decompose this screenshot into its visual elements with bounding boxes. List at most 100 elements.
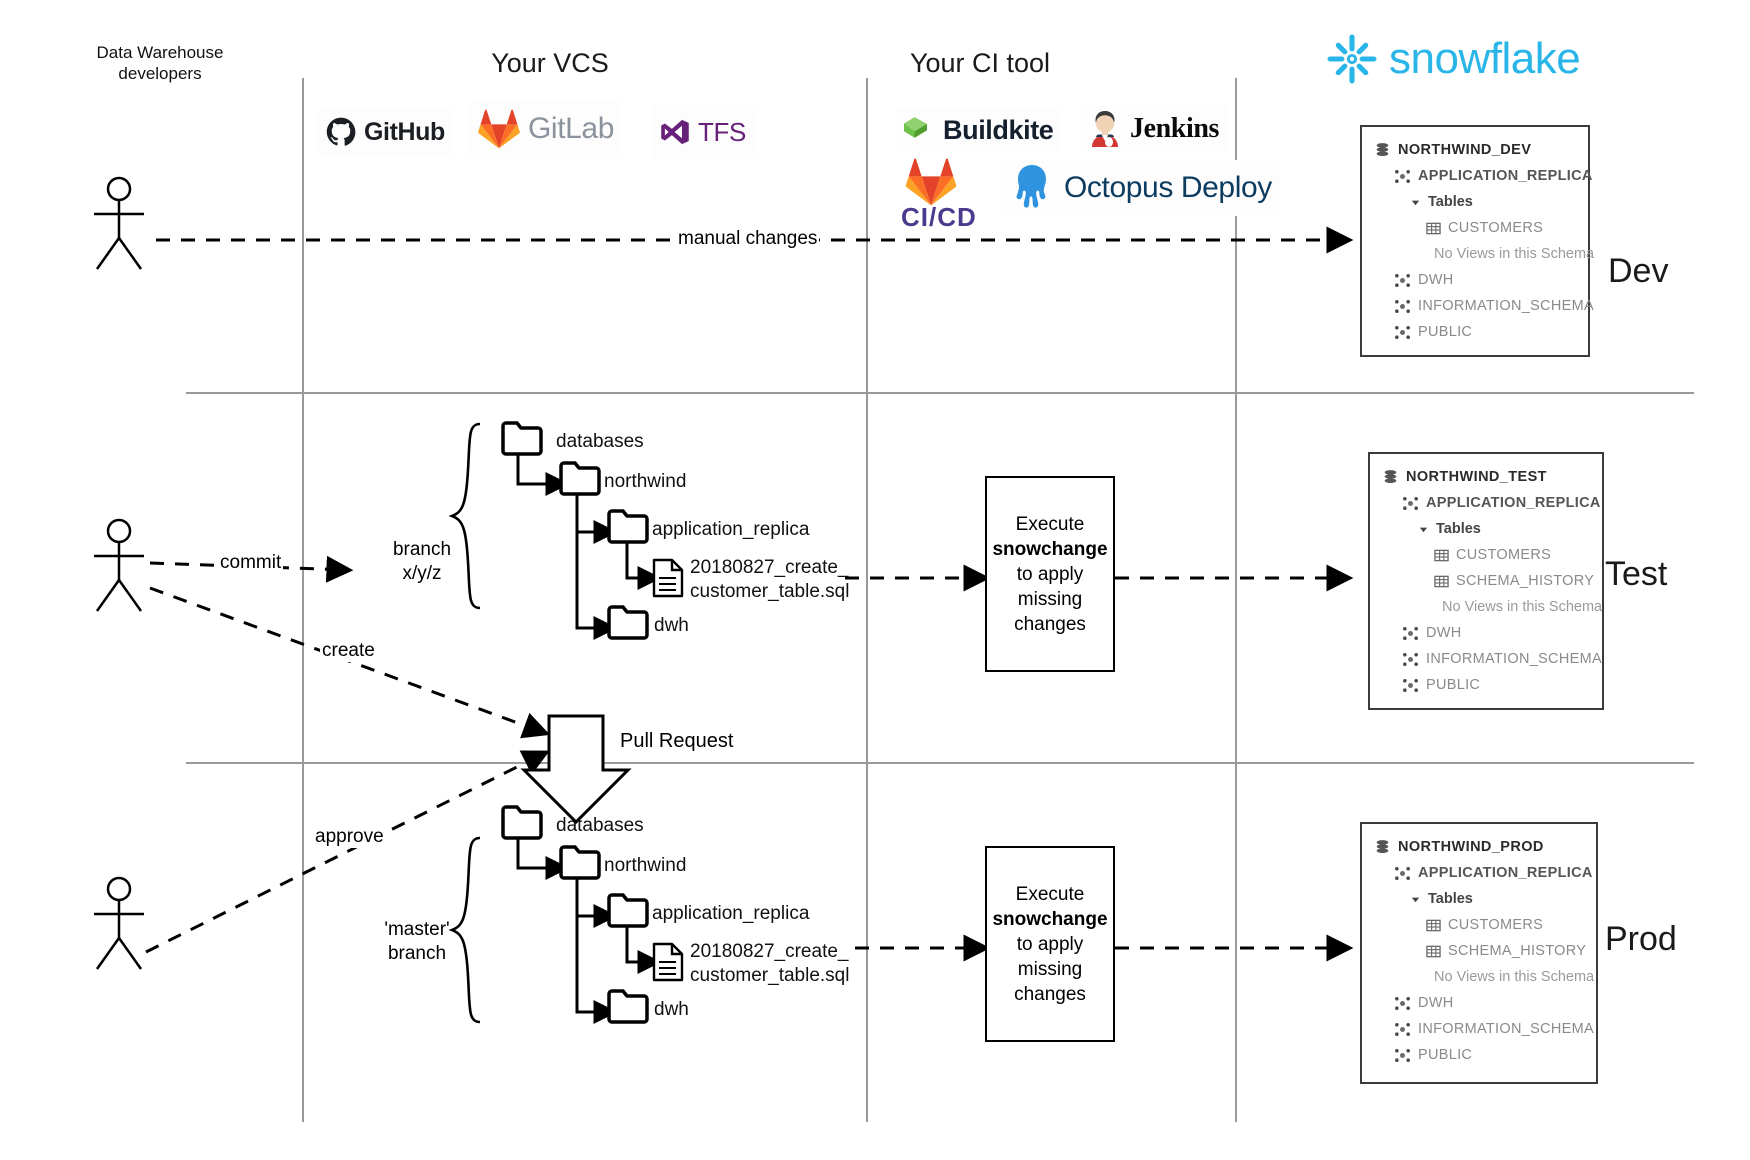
db-tree-row-schema[interactable]: APPLICATION_REPLICA	[1394, 163, 1592, 189]
file-tree-label-application-replica-prod: application_replica	[652, 903, 810, 924]
tfs-label: TFS	[698, 116, 746, 147]
branch-label-master: 'master' branch	[362, 918, 472, 966]
folder-icon-application-replica-prod	[606, 892, 649, 928]
schema-icon	[1402, 651, 1419, 668]
gitlab-cicd-icon	[905, 158, 977, 206]
db-tree-row-db[interactable]: NORTHWIND_TEST	[1382, 464, 1592, 490]
folder-icon-application-replica-test	[606, 508, 649, 544]
db-tree-label: No Views in this Schema	[1434, 969, 1595, 985]
db-tree-label: PUBLIC	[1418, 1047, 1473, 1063]
db-tree-row-schema-dim[interactable]: PUBLIC	[1402, 672, 1592, 698]
db-tree-row-note[interactable]: No Views in this Schema	[1418, 594, 1602, 620]
label-approve: approve	[313, 826, 386, 848]
label-manual-changes: manual changes	[676, 228, 820, 250]
db-tree-row-tables[interactable]: Tables	[1418, 516, 1592, 542]
folder-icon-databases-prod	[500, 804, 543, 840]
db-tree-row-schema-dim[interactable]: DWH	[1394, 990, 1586, 1016]
schema-icon	[1394, 1021, 1411, 1038]
db-tree-label: Tables	[1428, 194, 1473, 210]
schema-icon	[1402, 625, 1419, 642]
db-tree-label: DWH	[1418, 272, 1454, 288]
db-tree-row-schema[interactable]: APPLICATION_REPLICA	[1394, 860, 1592, 886]
db-tree-row-note[interactable]: No Views in this Schema	[1410, 964, 1594, 990]
db-tree-row-table[interactable]: SCHEMA_HISTORY	[1426, 938, 1586, 964]
schema-icon	[1394, 995, 1411, 1012]
db-tree-row-schema-dim[interactable]: INFORMATION_SCHEMA	[1402, 646, 1602, 672]
db-tree-label: DWH	[1418, 995, 1454, 1011]
database-icon	[1382, 469, 1399, 486]
exec-snowchange-box-prod[interactable]: Execute snowchange to apply missing chan…	[985, 846, 1115, 1042]
db-tree-label: NORTHWIND_DEV	[1398, 142, 1532, 158]
db-tree-label: PUBLIC	[1426, 677, 1481, 693]
db-tree-row-schema-dim[interactable]: DWH	[1402, 620, 1592, 646]
lane-divider-ci	[866, 78, 868, 1122]
db-tree-row-note[interactable]: No Views in this Schema	[1410, 241, 1594, 267]
branch-master-line2: branch	[387, 943, 447, 964]
schema-icon	[1402, 677, 1419, 694]
file-tree-label-northwind-prod: northwind	[604, 855, 687, 876]
github-logo: GitHub	[318, 108, 453, 156]
file-tree-label-sql-test: 20180827_create_ customer_table.sql	[690, 556, 849, 604]
db-tree-row-schema-dim[interactable]: DWH	[1394, 267, 1578, 293]
folder-icon-databases-test	[500, 420, 543, 456]
db-tree-label: APPLICATION_REPLICA	[1426, 495, 1601, 511]
lane-divider-dev-test	[186, 392, 1694, 394]
db-tree-row-table[interactable]: CUSTOMERS	[1434, 542, 1592, 568]
schema-icon	[1394, 272, 1411, 289]
exec-line-3-test: to apply	[1016, 563, 1084, 585]
exec-line-1-test: Execute	[1015, 513, 1085, 535]
developers-line-1: Data Warehouse	[96, 43, 224, 62]
file-tree-label-application-replica-test: application_replica	[652, 519, 810, 540]
snowflake-icon	[1325, 32, 1379, 86]
exec-line-4-test: missing	[1017, 588, 1083, 610]
db-tree-label: No Views in this Schema	[1434, 246, 1595, 262]
caret-down-icon	[1410, 197, 1421, 208]
db-tree-row-schema[interactable]: APPLICATION_REPLICA	[1402, 490, 1600, 516]
table-icon	[1434, 574, 1449, 589]
gitlab-label: GitLab	[528, 112, 614, 145]
db-tree-label: CUSTOMERS	[1448, 220, 1544, 236]
schema-icon	[1402, 495, 1419, 512]
schema-icon	[1394, 324, 1411, 341]
octopus-deploy-logo: Octopus Deploy	[1000, 160, 1280, 216]
db-tree-label: DWH	[1426, 625, 1462, 641]
github-icon	[326, 117, 356, 147]
db-tree-row-schema-dim[interactable]: INFORMATION_SCHEMA	[1394, 293, 1594, 319]
file-tree-label-sql-prod: 20180827_create_ customer_table.sql	[690, 940, 849, 988]
exec-line-5-prod: changes	[1014, 983, 1086, 1005]
octopus-icon	[1008, 163, 1056, 213]
env-label-test: Test	[1605, 555, 1668, 593]
exec-line-3-prod: to apply	[1016, 933, 1084, 955]
db-tree-row-table[interactable]: CUSTOMERS	[1426, 912, 1586, 938]
db-tree-row-table[interactable]: SCHEMA_HISTORY	[1434, 568, 1594, 594]
db-tree-row-db[interactable]: NORTHWIND_PROD	[1374, 834, 1586, 860]
db-tree-row-schema-dim[interactable]: PUBLIC	[1394, 319, 1578, 345]
octopus-deploy-label: Octopus Deploy	[1064, 171, 1272, 204]
db-tree-row-tables[interactable]: Tables	[1410, 189, 1578, 215]
snowflake-brand: snowflake	[1325, 32, 1581, 86]
gitlab-logo: GitLab	[470, 100, 622, 158]
exec-snowchange-box-test[interactable]: Execute snowchange to apply missing chan…	[985, 476, 1115, 672]
db-tree-row-schema-dim[interactable]: PUBLIC	[1394, 1042, 1586, 1068]
lane-divider-test-prod	[186, 762, 1694, 764]
db-tree-label: APPLICATION_REPLICA	[1418, 865, 1593, 881]
db-tree-row-tables[interactable]: Tables	[1410, 886, 1586, 912]
file-tree-label-northwind-test: northwind	[604, 471, 687, 492]
db-tree-row-schema-dim[interactable]: INFORMATION_SCHEMA	[1394, 1016, 1594, 1042]
jenkins-logo: Jenkins	[1080, 106, 1228, 152]
folder-icon-dwh-test	[606, 604, 649, 640]
db-tree-row-table[interactable]: CUSTOMERS	[1426, 215, 1578, 241]
branch-label-feature: branch x/y/z	[372, 538, 472, 586]
db-tree-label: No Views in this Schema	[1442, 599, 1603, 615]
stick-figure-dev	[88, 176, 150, 272]
env-label-prod: Prod	[1605, 920, 1677, 958]
snowflake-wordmark: snowflake	[1389, 34, 1581, 83]
db-tree-row-db[interactable]: NORTHWIND_DEV	[1374, 137, 1578, 163]
folder-icon-northwind-test	[558, 460, 601, 496]
exec-tool-prod: snowchange	[992, 908, 1108, 930]
